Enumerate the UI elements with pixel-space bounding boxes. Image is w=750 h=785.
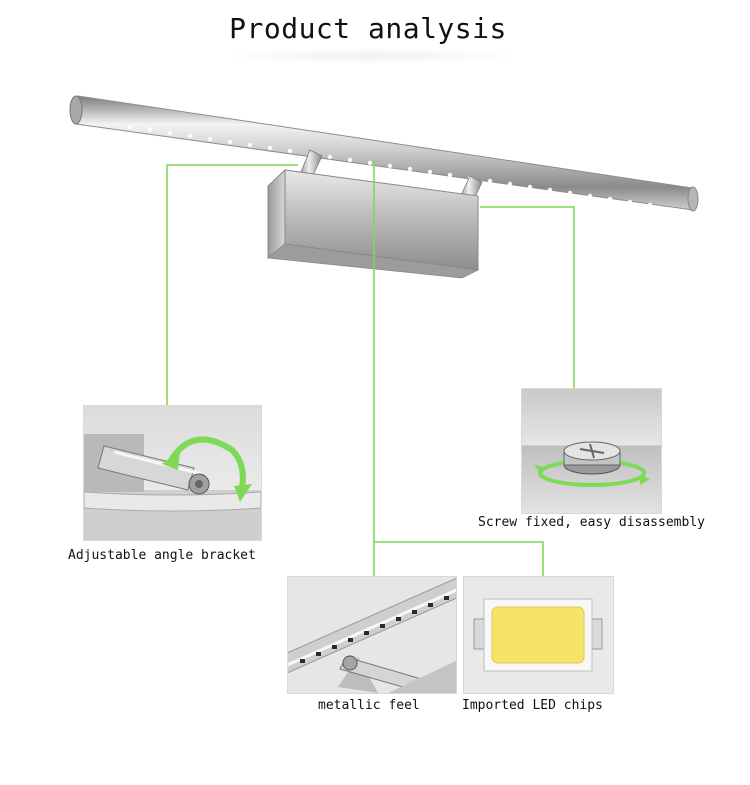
rotate-arrow-icon (162, 436, 252, 502)
screw-panel (521, 388, 662, 514)
connector-lines (166, 160, 575, 576)
screw-icon (534, 441, 650, 487)
bracket-panel (83, 405, 262, 541)
page-title: Product analysis (229, 12, 507, 45)
led-dots (127, 124, 653, 208)
led-panel (463, 576, 614, 694)
caption-screw: Screw fixed, easy disassembly (478, 515, 705, 530)
title-shadow (220, 48, 520, 64)
caption-led: Imported LED chips (462, 698, 603, 713)
metal-panel (287, 576, 457, 694)
caption-bracket: Adjustable angle bracket (68, 548, 256, 563)
caption-metal: metallic feel (318, 698, 420, 713)
lamp-box (267, 168, 480, 279)
lamp-tube (69, 95, 699, 212)
led-chip-icon (473, 598, 603, 672)
